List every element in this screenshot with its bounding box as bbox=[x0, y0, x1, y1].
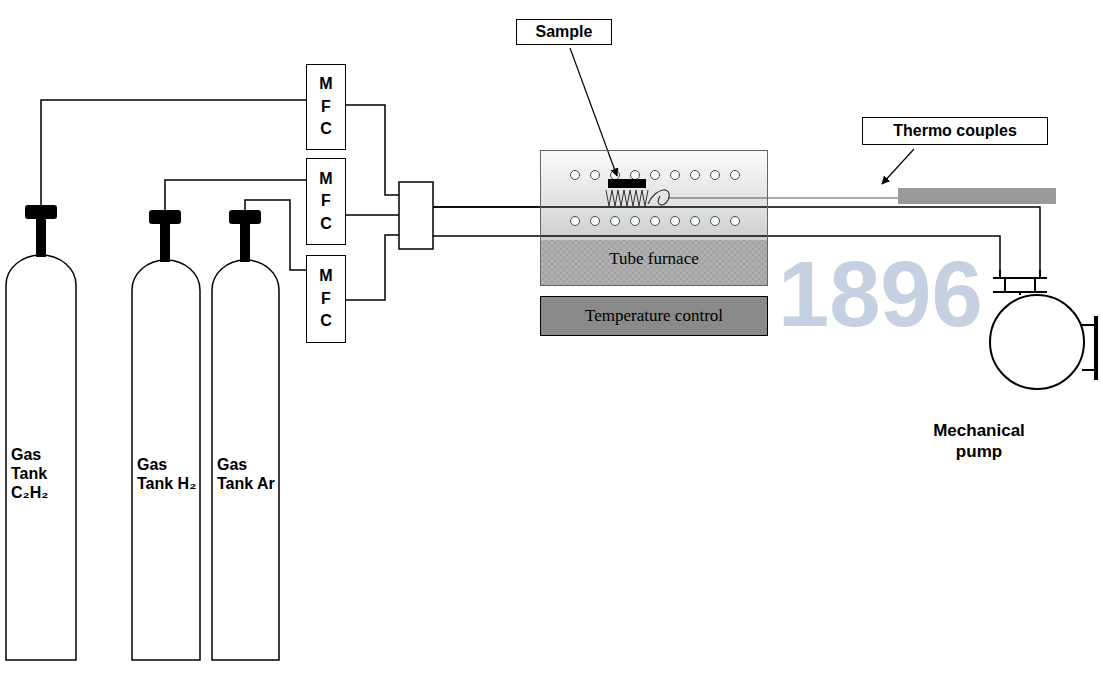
leader-line bbox=[882, 149, 914, 184]
node-label: Tube furnace bbox=[541, 249, 767, 269]
gas-line bbox=[41, 100, 306, 205]
thermocouple-tip bbox=[648, 190, 669, 205]
node-label: Gas Tank H₂ bbox=[137, 455, 199, 493]
pump-pipe bbox=[1034, 278, 1036, 292]
heating-coil bbox=[631, 217, 640, 226]
heating-coil bbox=[591, 217, 600, 226]
tank-outline bbox=[131, 210, 201, 662]
tank-valve bbox=[229, 210, 261, 224]
heating-coil bbox=[651, 217, 660, 226]
tank-valve bbox=[160, 222, 170, 262]
pump-pipe bbox=[1082, 369, 1096, 371]
tank-body bbox=[212, 260, 279, 660]
label-box: Thermo couples bbox=[862, 117, 1048, 145]
node-label: Temperature control bbox=[585, 306, 723, 326]
pump-pipe bbox=[1019, 292, 1021, 295]
leader-line bbox=[570, 48, 617, 176]
gas-line bbox=[346, 207, 540, 215]
thermocouple-rod bbox=[898, 188, 1056, 204]
furnace-body bbox=[540, 150, 768, 240]
tank-valve bbox=[25, 205, 57, 219]
mfc-label: M F C bbox=[318, 73, 334, 140]
heating-coil bbox=[631, 171, 640, 180]
pump-outlet bbox=[1094, 316, 1098, 380]
pump-pipe bbox=[999, 270, 1001, 278]
node-label: Thermo couples bbox=[893, 122, 1017, 140]
pump-pipe bbox=[1004, 278, 1006, 292]
heating-coil bbox=[571, 217, 580, 226]
heating-coil bbox=[571, 171, 580, 180]
gas-tank: Gas Tank C₂H₂ bbox=[5, 205, 77, 662]
heating-coil bbox=[731, 171, 740, 180]
thermocouple-wire bbox=[668, 197, 898, 198]
heating-coil bbox=[711, 171, 720, 180]
gas-line bbox=[346, 235, 540, 300]
node-label: Mechanical pump bbox=[920, 420, 1038, 463]
heating-coil bbox=[591, 171, 600, 180]
heating-coil bbox=[691, 171, 700, 180]
node-label: Gas Tank Ar bbox=[217, 455, 278, 493]
mass-flow-controller: M F C bbox=[306, 255, 346, 343]
mfc-label: M F C bbox=[318, 168, 334, 235]
mass-flow-controller: M F C bbox=[306, 158, 346, 245]
temperature-controller: Temperature control bbox=[540, 296, 768, 336]
label-box: Sample bbox=[516, 19, 612, 45]
tube-furnace: Tube furnace bbox=[540, 150, 768, 286]
tube-wall bbox=[540, 206, 768, 208]
pump-pipe bbox=[1082, 324, 1096, 326]
gas-mixer bbox=[399, 182, 433, 249]
heating-coil bbox=[711, 217, 720, 226]
heating-coil bbox=[671, 171, 680, 180]
tank-valve bbox=[36, 217, 46, 257]
heating-coil bbox=[671, 217, 680, 226]
gas-tank: Gas Tank H₂ bbox=[131, 210, 201, 662]
mechanical-pump: Mechanical pump bbox=[920, 270, 1100, 465]
watermark: 1896 bbox=[778, 248, 983, 340]
tube-wall bbox=[540, 235, 768, 237]
gas-line bbox=[346, 105, 540, 207]
mfc-label: M F C bbox=[318, 265, 334, 332]
gas-tank: Gas Tank Ar bbox=[211, 210, 280, 662]
mass-flow-controller: M F C bbox=[306, 64, 346, 150]
tank-outline bbox=[5, 205, 77, 662]
heating-coil bbox=[611, 217, 620, 226]
tank-valve bbox=[240, 222, 250, 262]
node-label: Sample bbox=[536, 23, 593, 41]
tank-body bbox=[6, 255, 76, 660]
pump-body bbox=[990, 295, 1084, 389]
pump-pipe bbox=[993, 277, 1047, 279]
pump-pipe bbox=[1039, 270, 1041, 278]
furnace-base bbox=[540, 240, 768, 286]
node-label: Gas Tank C₂H₂ bbox=[11, 445, 75, 503]
heating-coil bbox=[651, 171, 660, 180]
tank-outline bbox=[211, 210, 280, 662]
tank-valve bbox=[149, 210, 181, 224]
sample-holder-coil bbox=[606, 190, 648, 206]
heating-coil bbox=[691, 217, 700, 226]
heating-coil bbox=[731, 217, 740, 226]
sample-piece bbox=[608, 179, 646, 188]
tank-body bbox=[132, 260, 200, 660]
gas-line bbox=[165, 180, 306, 210]
